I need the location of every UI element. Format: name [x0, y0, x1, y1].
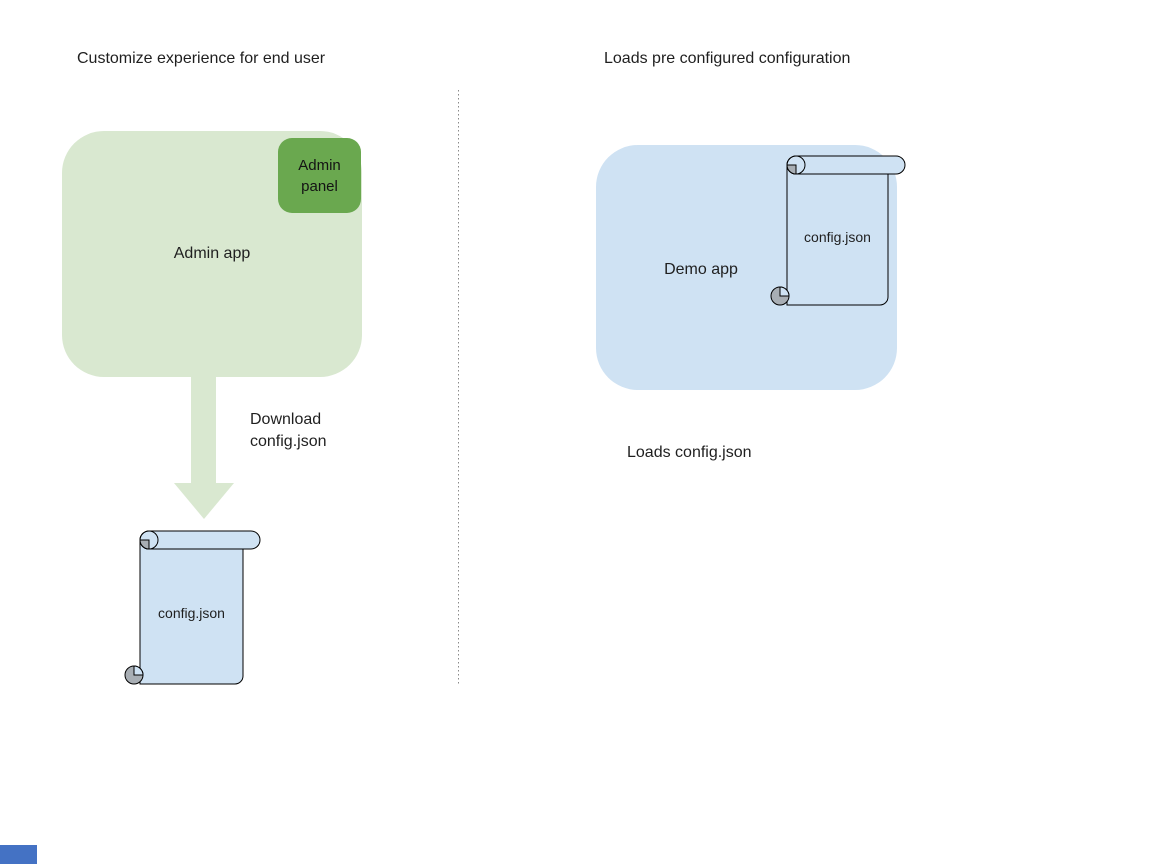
download-arrow-label-line2: config.json [250, 433, 327, 450]
corner-blue-square [0, 845, 37, 864]
admin-app-label: Admin app [173, 245, 251, 262]
scroll-body [139, 539, 244, 685]
config-file-label-left: config.json [158, 605, 225, 621]
download-arrow-shape [174, 377, 234, 519]
left-section-title: Customize experience for end user [77, 50, 326, 67]
scroll-top-curl-shade [786, 164, 797, 175]
scroll-bottom-curl-notch [133, 665, 144, 676]
scroll-body [786, 164, 889, 306]
config-scroll-right [770, 155, 906, 306]
config-file-label-right: config.json [804, 229, 871, 245]
admin-panel-badge: Admin panel [278, 138, 361, 213]
download-arrow-label: Download config.json [250, 409, 327, 453]
loads-config-caption: Loads config.json [627, 444, 752, 461]
demo-app-label: Demo app [664, 261, 738, 278]
scroll-top-curl-shade [139, 539, 150, 550]
config-scroll-left [124, 530, 261, 685]
download-arrow-label-line1: Download [250, 411, 322, 428]
right-section-title: Loads pre configured configuration [604, 50, 851, 67]
download-arrow [174, 377, 234, 519]
section-divider [458, 90, 459, 686]
scroll-bottom-curl-notch [779, 286, 790, 297]
admin-panel-label: Admin panel [298, 156, 341, 195]
